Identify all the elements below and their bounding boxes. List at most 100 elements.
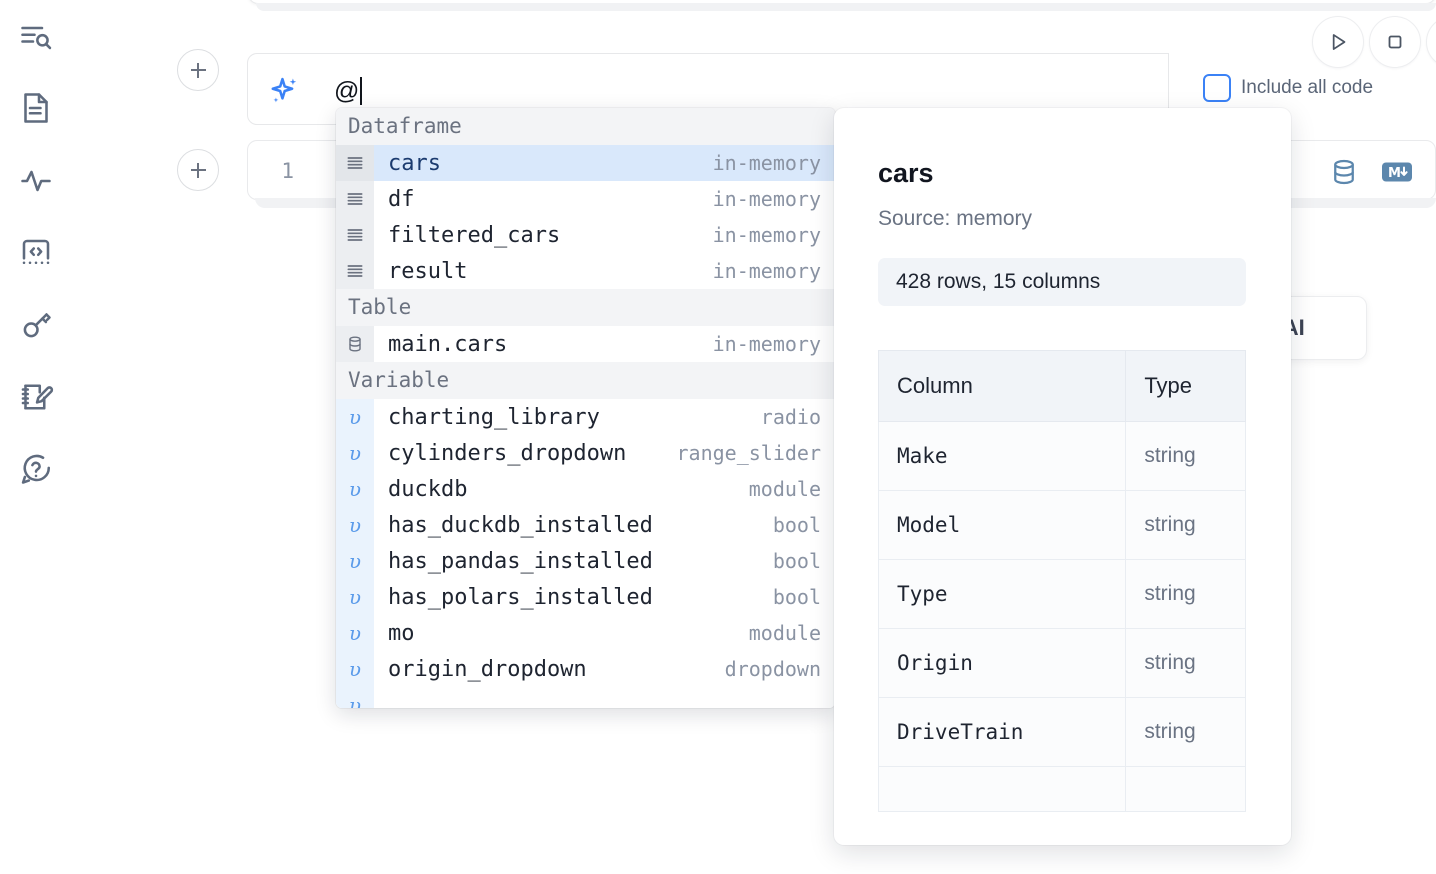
autocomplete-item-kind: bool (772, 549, 821, 573)
autocomplete-item-kind: module (748, 477, 821, 501)
variable-upsilon-icon: υ (336, 507, 374, 543)
doc-source: Source: memory (878, 207, 1033, 230)
include-all-code-toggle[interactable]: Include all code (1203, 74, 1373, 102)
doc-column-type: string (1125, 697, 1246, 767)
autocomplete-item[interactable]: υ cylinders_dropdown range_slider (336, 435, 835, 471)
doc-table-header: Column (877, 350, 1127, 422)
autocomplete-item-name: result (388, 258, 468, 284)
cell-toolbar: M (1329, 157, 1413, 187)
line-number: 1 (281, 159, 294, 183)
doc-column-type: string (1125, 559, 1246, 629)
svg-text:M: M (1388, 166, 1401, 181)
doc-title: cars (878, 158, 934, 188)
outline-search-icon[interactable] (14, 15, 58, 59)
dataframe-lines-icon (336, 181, 374, 217)
autocomplete-item-name: cylinders_dropdown (388, 440, 627, 466)
more-options-button[interactable] (1426, 16, 1436, 68)
doc-column-name: Make (877, 421, 1127, 491)
autocomplete-item-kind: radio (760, 405, 821, 429)
doc-column-name: Type (877, 559, 1127, 629)
variable-upsilon-icon: υ (336, 471, 374, 507)
autocomplete-section-header: Table (336, 289, 835, 326)
database-icon[interactable] (1329, 157, 1359, 187)
autocomplete-item-name: has_duckdb_installed (388, 512, 653, 538)
scratchpad-edit-icon[interactable] (14, 375, 58, 419)
ai-prompt-value: @ (334, 76, 360, 105)
autocomplete-item-kind: in-memory (712, 259, 821, 283)
stop-button[interactable] (1369, 16, 1421, 68)
autocomplete-item-name: filtered_cars (388, 222, 561, 248)
autocomplete-item-kind: module (748, 621, 821, 645)
autocomplete-item[interactable]: υ has_duckdb_installed bool (336, 507, 835, 543)
sparkles-icon (268, 74, 302, 108)
markdown-icon[interactable]: M (1381, 160, 1413, 184)
dataframe-lines-icon (336, 253, 374, 289)
ai-prompt-input[interactable]: @ (334, 74, 363, 108)
autocomplete-section-header: Dataframe (336, 108, 835, 145)
autocomplete-item-kind: bool (772, 513, 821, 537)
help-chat-icon[interactable] (14, 447, 58, 491)
secrets-key-icon[interactable] (14, 303, 58, 347)
run-button[interactable] (1312, 16, 1364, 68)
autocomplete-item[interactable]: result in-memory (336, 253, 835, 289)
autocomplete-item-name: origin_dropdown (388, 656, 587, 682)
database-cylinder-icon (336, 326, 374, 362)
variable-upsilon-icon: υ (336, 435, 374, 471)
autocomplete-item-kind: bool (772, 585, 821, 609)
autocomplete-item-kind: in-memory (712, 332, 821, 356)
doc-column-type (1125, 766, 1246, 812)
doc-column-name (877, 766, 1127, 812)
doc-column-name: Model (877, 490, 1127, 560)
autocomplete-item[interactable]: υ has_polars_installed bool (336, 579, 835, 615)
text-caret (360, 77, 363, 105)
autocomplete-item-clipped[interactable]: υ (336, 687, 835, 708)
autocomplete-item-name: mo (388, 620, 415, 646)
code-snippets-icon[interactable] (14, 231, 58, 275)
doc-column-name: Origin (877, 628, 1127, 698)
doc-column-type: string (1125, 490, 1246, 560)
variable-upsilon-icon: υ (336, 579, 374, 615)
include-all-code-label: Include all code (1241, 77, 1374, 98)
autocomplete-item-name: df (388, 186, 415, 212)
doc-stats-badge: 428 rows, 15 columns (878, 258, 1246, 306)
autocomplete-item-name: main.cars (388, 331, 508, 357)
autocomplete-item-kind: dropdown (724, 657, 821, 681)
dataframe-lines-icon (336, 145, 374, 181)
doc-table-row-clipped (877, 766, 1246, 812)
autocomplete-item[interactable]: υ origin_dropdown dropdown (336, 651, 835, 687)
sidebar (0, 0, 72, 874)
autocomplete-item-name: has_polars_installed (388, 584, 653, 610)
variable-upsilon-icon: υ (336, 651, 374, 687)
autocomplete-item-name: cars (388, 150, 441, 176)
add-cell-above-button[interactable] (177, 49, 219, 91)
previous-cell-shadow (256, 3, 1436, 11)
file-explorer-icon[interactable] (14, 86, 58, 130)
dataframe-lines-icon (336, 217, 374, 253)
doc-column-type: string (1125, 421, 1246, 491)
doc-table-header: Type (1125, 350, 1246, 422)
autocomplete-item-kind: range_slider (676, 441, 822, 465)
autocomplete-item[interactable]: main.cars in-memory (336, 326, 835, 362)
autocomplete-item-kind: in-memory (712, 151, 821, 175)
autocomplete-section-header: Variable (336, 362, 835, 399)
autocomplete-item[interactable]: cars in-memory (336, 145, 835, 181)
variable-upsilon-icon: υ (336, 687, 374, 708)
add-cell-below-button[interactable] (177, 149, 219, 191)
doc-column-name: DriveTrain (877, 697, 1127, 767)
activity-icon[interactable] (14, 159, 58, 203)
include-all-code-checkbox[interactable] (1203, 74, 1231, 102)
